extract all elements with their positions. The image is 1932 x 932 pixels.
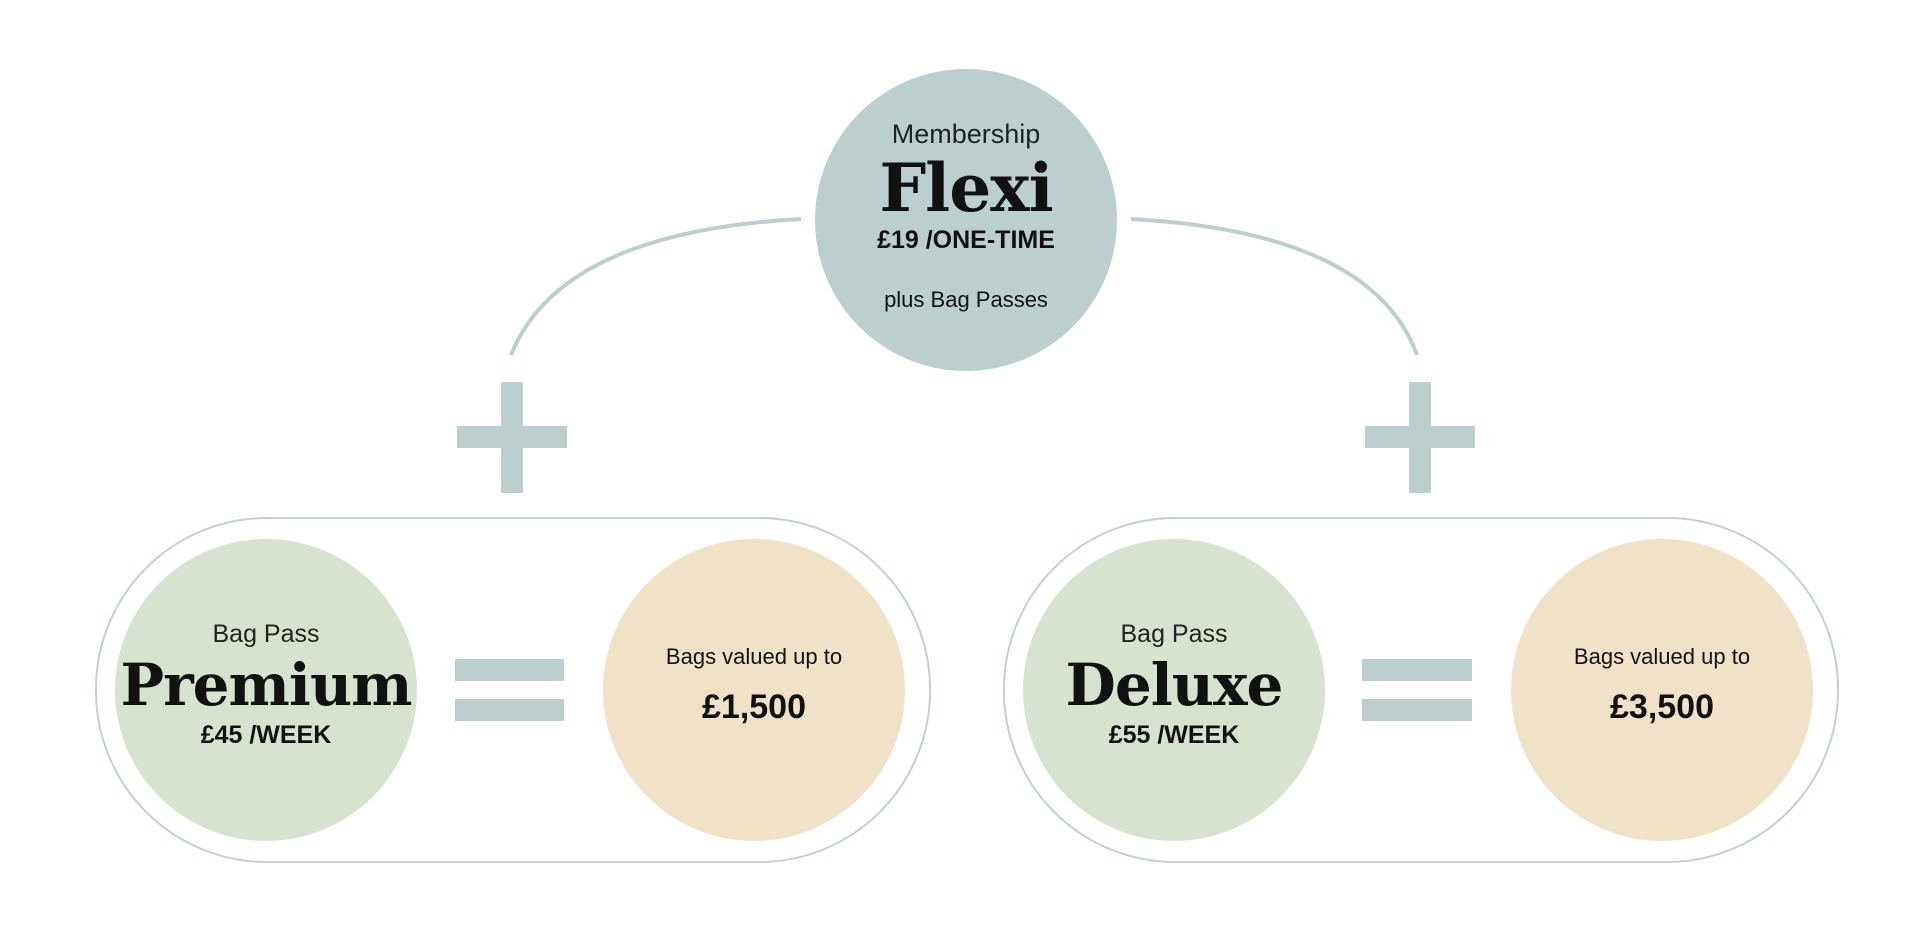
- membership-price: £19 /ONE-TIME: [877, 226, 1055, 254]
- bag-pass-label: Bag Pass: [212, 620, 320, 648]
- bag-pass-group-deluxe: [1003, 517, 1839, 863]
- value-amount: £1,500: [702, 687, 806, 726]
- bag-pass-circle-deluxe: Bag Pass Deluxe £55 /WEEK: [1023, 539, 1325, 841]
- membership-label: Membership: [891, 119, 1041, 149]
- bag-pass-price: £45 /WEEK: [200, 721, 332, 749]
- connector-arc-right: [1130, 217, 1419, 356]
- membership-name: Flexi: [879, 149, 1053, 227]
- bag-pass-name: Premium: [120, 651, 412, 719]
- membership-circle: Membership Flexi £19 /ONE-TIME plus Bag …: [815, 69, 1117, 371]
- bag-pass-name: Deluxe: [1065, 651, 1284, 719]
- bag-pass-price: £55 /WEEK: [1108, 721, 1240, 749]
- value-amount: £3,500: [1610, 687, 1714, 726]
- value-circle-premium: Bags valued up to £1,500: [603, 539, 905, 841]
- connector-arc-left: [509, 217, 802, 356]
- membership-note: plus Bag Passes: [884, 287, 1048, 312]
- bag-pass-label: Bag Pass: [1120, 620, 1228, 648]
- bag-pass-circle-premium: Bag Pass Premium £45 /WEEK: [115, 539, 417, 841]
- value-circle-deluxe: Bags valued up to £3,500: [1511, 539, 1813, 841]
- bag-pass-group-premium: [95, 517, 931, 863]
- value-label: Bags valued up to: [665, 643, 843, 669]
- value-label: Bags valued up to: [1573, 643, 1751, 669]
